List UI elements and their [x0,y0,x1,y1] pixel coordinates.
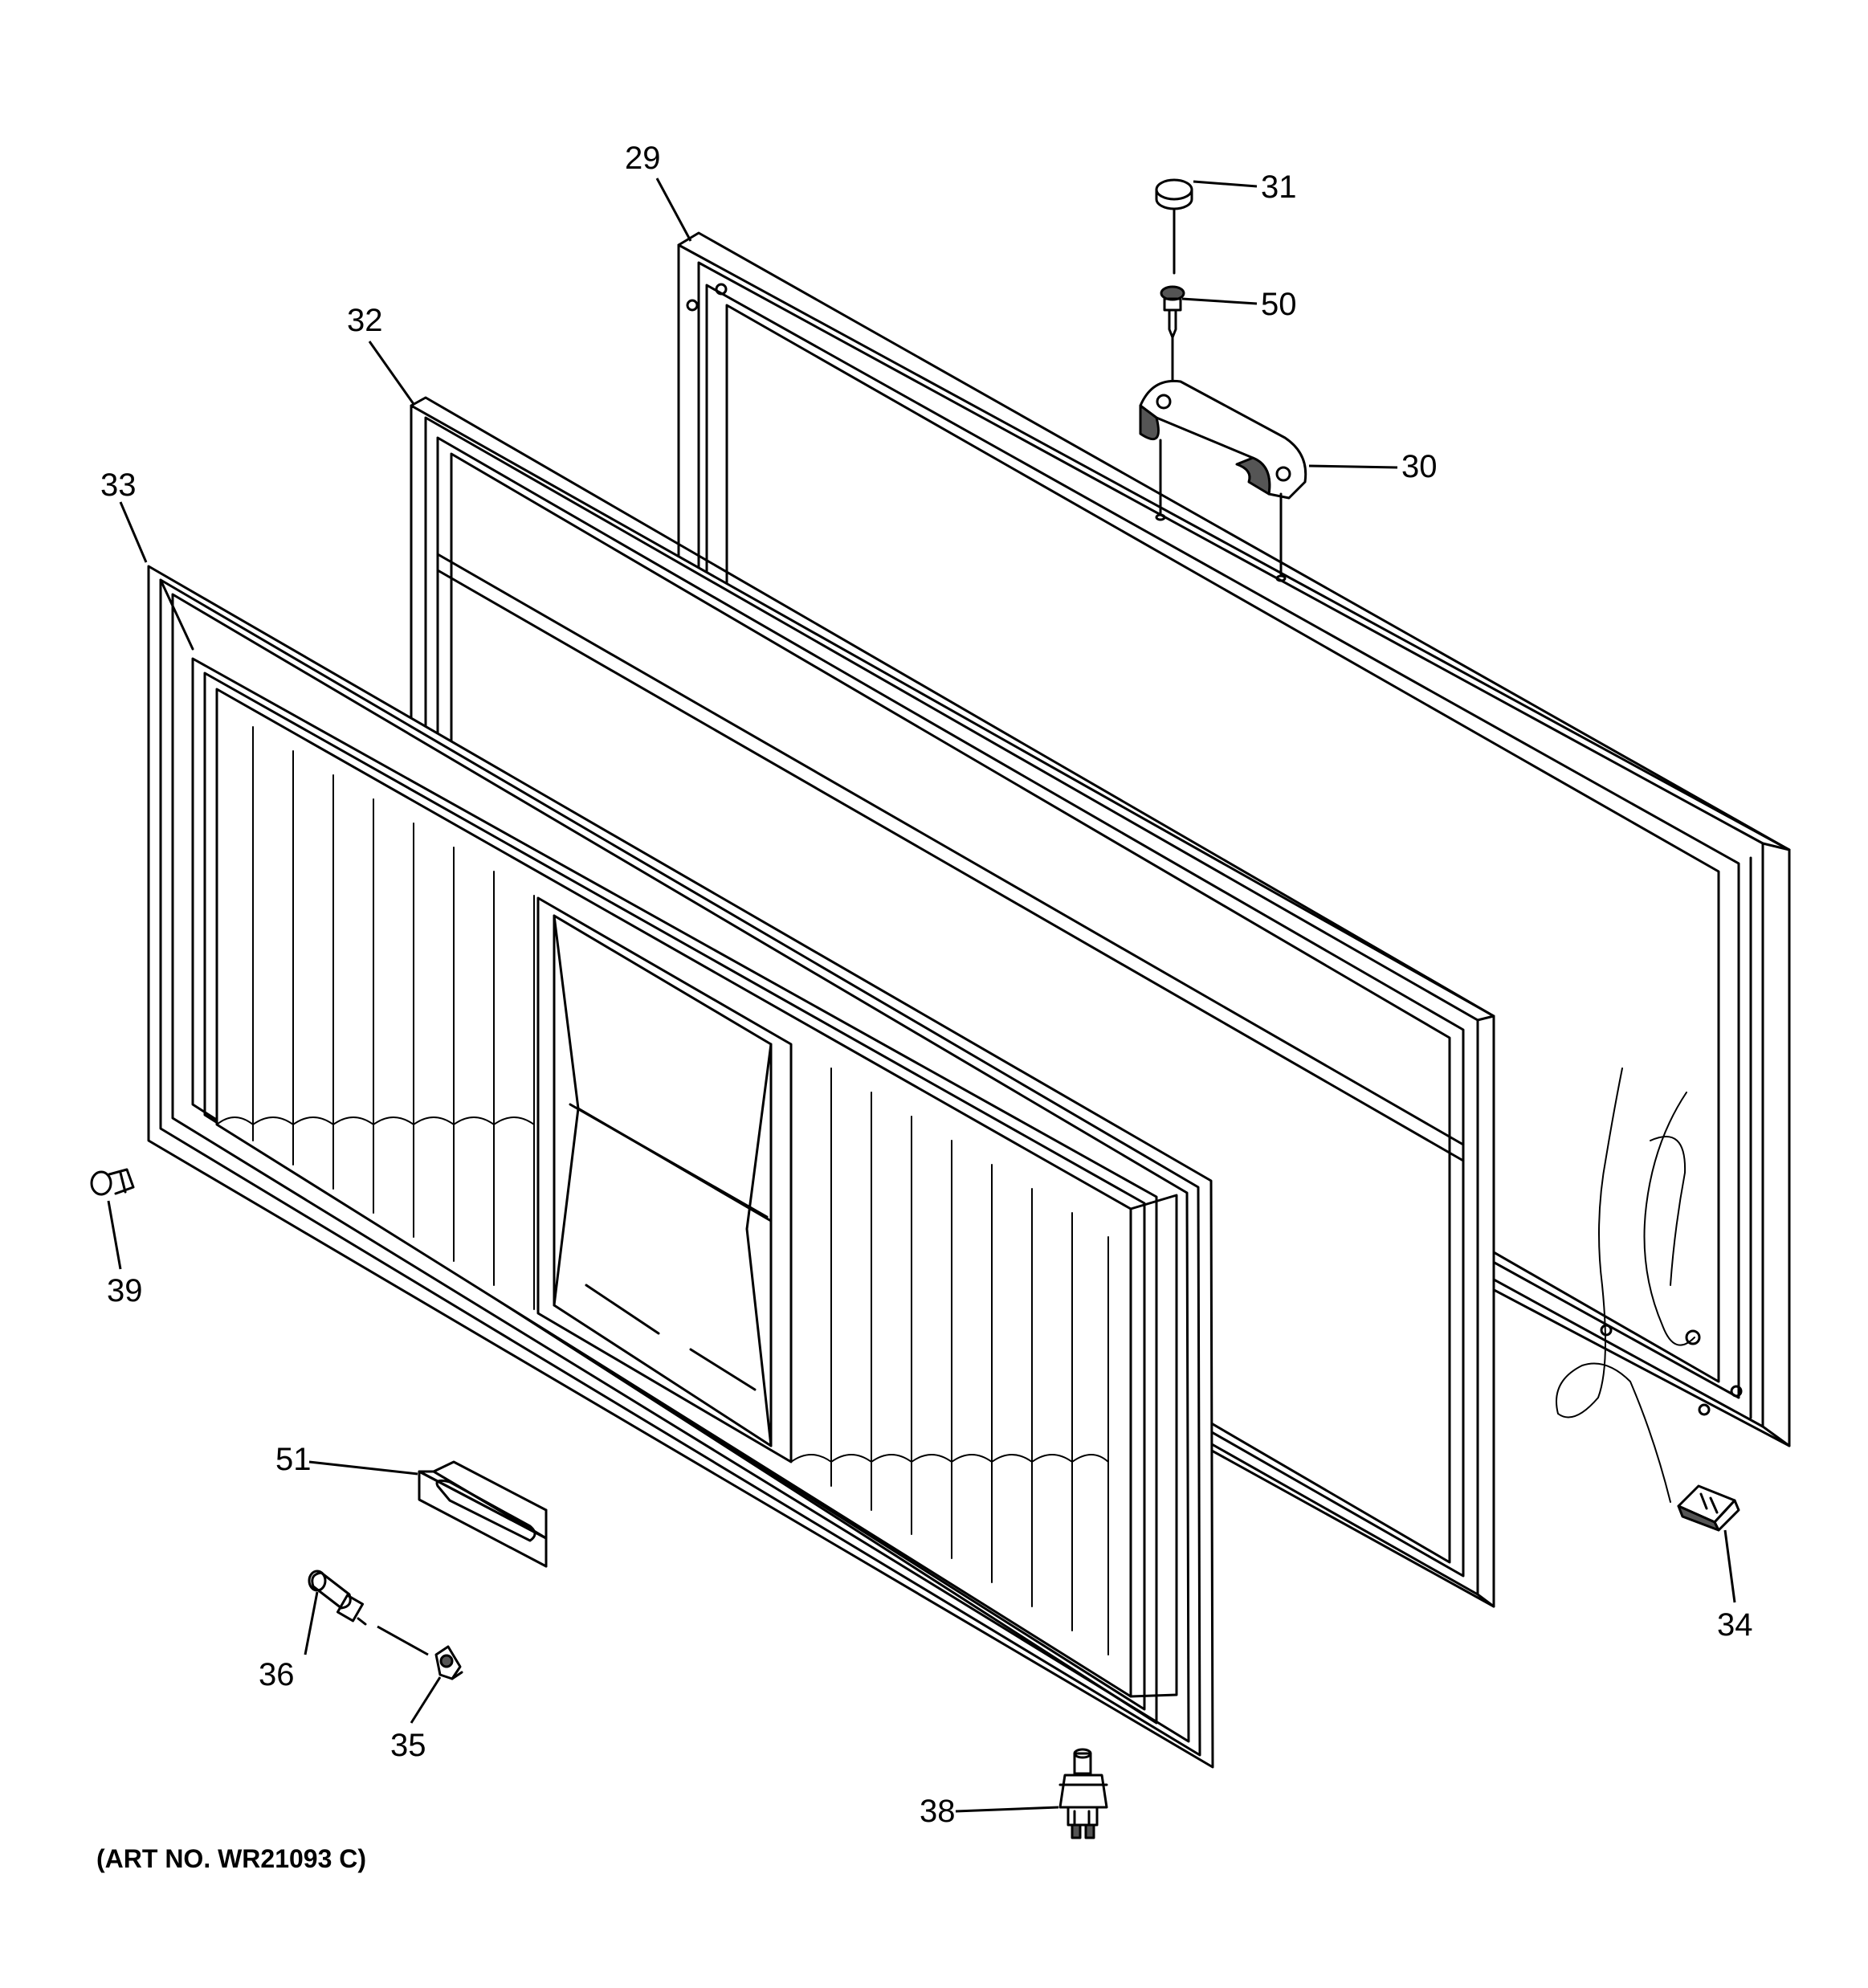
callout-33[interactable]: 33 [100,467,137,503]
leader-34 [1723,1529,1736,1603]
callout-39[interactable]: 39 [107,1273,143,1308]
leader-29 [655,178,692,242]
leader-36-35 [377,1625,429,1656]
part-30-door-handle[interactable] [1139,379,1307,582]
callout-35[interactable]: 35 [390,1728,426,1763]
callout-31[interactable]: 31 [1261,169,1297,205]
part-34-sensor-with-wire[interactable] [1556,1067,1740,1532]
callout-34[interactable]: 34 [1717,1607,1753,1643]
callout-38[interactable]: 38 [920,1794,956,1829]
part-38-door-switch[interactable] [1058,1748,1108,1839]
part-39-clip[interactable] [90,1168,135,1196]
leader-31 [1193,180,1258,188]
art-number-label: (ART NO. WR21093 C) [96,1844,366,1873]
leader-50 [1181,297,1258,305]
callout-29[interactable]: 29 [625,141,661,176]
callout-30[interactable]: 30 [1401,449,1438,484]
callout-36[interactable]: 36 [259,1657,295,1692]
leader-35 [410,1676,442,1724]
leader-39 [107,1200,122,1270]
leader-38 [955,1806,1059,1813]
callout-labels: 29 31 50 32 30 33 39 51 34 36 35 38 [100,141,1753,1829]
leader-30 [1308,464,1398,469]
leader-lines [107,178,1736,1813]
part-36-light-bulb[interactable] [308,1570,367,1626]
callout-51[interactable]: 51 [275,1442,312,1477]
leader-51 [308,1460,418,1476]
leader-32 [368,341,415,405]
part-31-screw-cap[interactable] [1155,178,1193,275]
part-33-door-inner-liner[interactable] [147,565,1214,1769]
leader-36 [304,1591,319,1655]
part-51-light-cover[interactable] [418,1460,548,1568]
callout-32[interactable]: 32 [347,303,383,338]
leader-33 [119,501,148,563]
callout-50[interactable]: 50 [1261,287,1297,322]
part-35-bulb-socket[interactable] [434,1645,463,1680]
